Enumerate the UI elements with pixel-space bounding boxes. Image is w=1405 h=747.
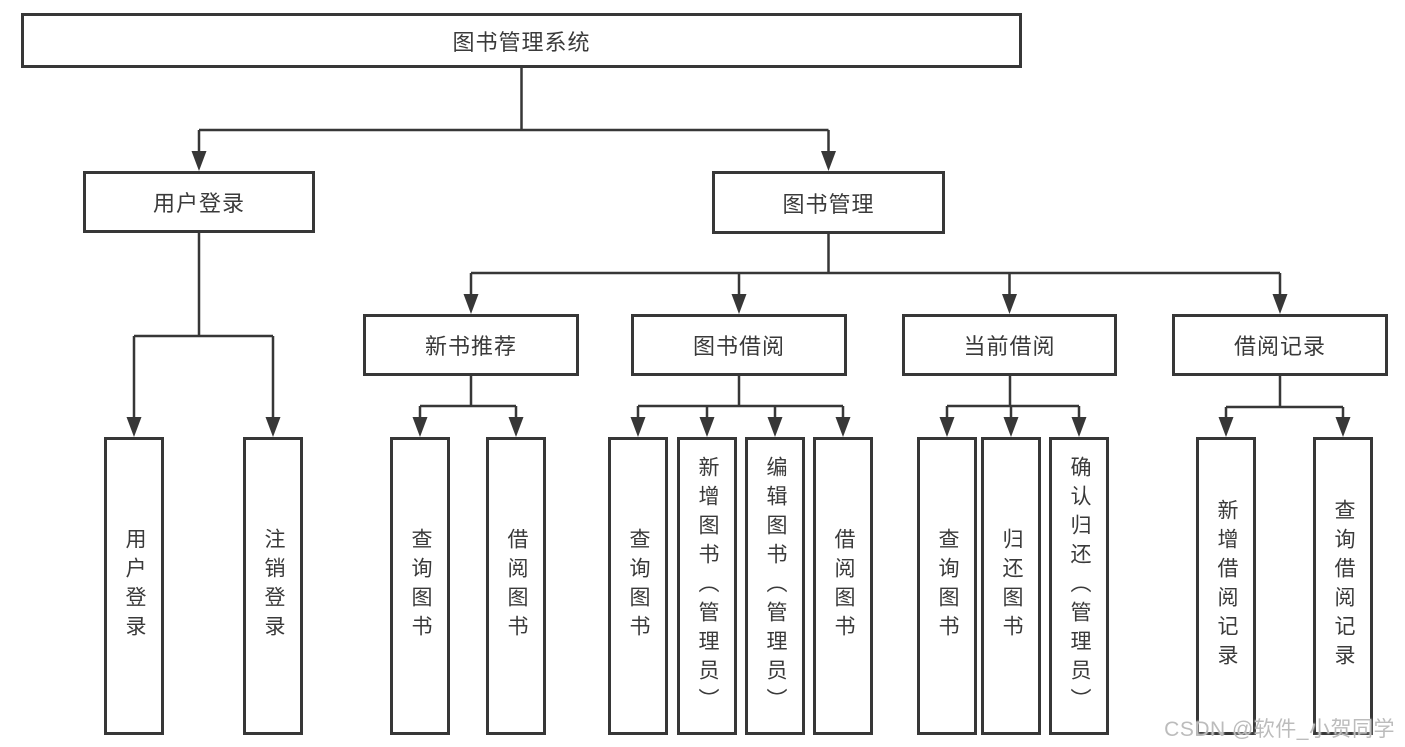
leaf-edit-book-admin: 编辑图书（管理员） bbox=[745, 437, 805, 735]
node-new-book-recommend: 新书推荐 bbox=[363, 314, 579, 376]
leaf-query-book-borrowing: 查询图书 bbox=[608, 437, 668, 735]
node-current-borrowing: 当前借阅 bbox=[902, 314, 1117, 376]
leaf-query-book-recommend: 查询图书 bbox=[390, 437, 450, 735]
connector-book-mgmt-to-level3 bbox=[469, 234, 1282, 297]
leaf-borrow-book-recommend: 借阅图书 bbox=[486, 437, 546, 735]
node-book-management: 图书管理 bbox=[712, 171, 945, 234]
connector-current-borrow-to-leaves bbox=[945, 376, 1081, 420]
node-root-system: 图书管理系统 bbox=[21, 13, 1022, 68]
leaf-add-borrow-record: 新增借阅记录 bbox=[1196, 437, 1256, 735]
node-borrowing-records: 借阅记录 bbox=[1172, 314, 1388, 376]
leaf-query-book-current: 查询图书 bbox=[917, 437, 977, 735]
connector-new-book-rec-to-leaves bbox=[418, 376, 518, 420]
leaf-borrow-book-borrowing: 借阅图书 bbox=[813, 437, 873, 735]
leaf-user-login: 用户登录 bbox=[104, 437, 164, 735]
leaf-return-book: 归还图书 bbox=[981, 437, 1041, 735]
leaf-confirm-return-admin: 确认归还（管理员） bbox=[1049, 437, 1109, 735]
connector-root-to-level2 bbox=[197, 68, 830, 154]
leaf-logout: 注销登录 bbox=[243, 437, 303, 735]
leaf-add-book-admin: 新增图书（管理员） bbox=[677, 437, 737, 735]
leaf-query-borrow-record: 查询借阅记录 bbox=[1313, 437, 1373, 735]
csdn-watermark: CSDN @软件_小贺同学 bbox=[1164, 718, 1395, 741]
connector-borrow-record-to-leaves bbox=[1224, 376, 1345, 420]
arrowheads bbox=[126, 151, 1351, 437]
node-book-borrowing: 图书借阅 bbox=[631, 314, 847, 376]
connector-user-login-to-leaves bbox=[132, 233, 275, 420]
node-user-login: 用户登录 bbox=[83, 171, 315, 233]
connector-book-borrow-to-leaves bbox=[636, 376, 845, 420]
